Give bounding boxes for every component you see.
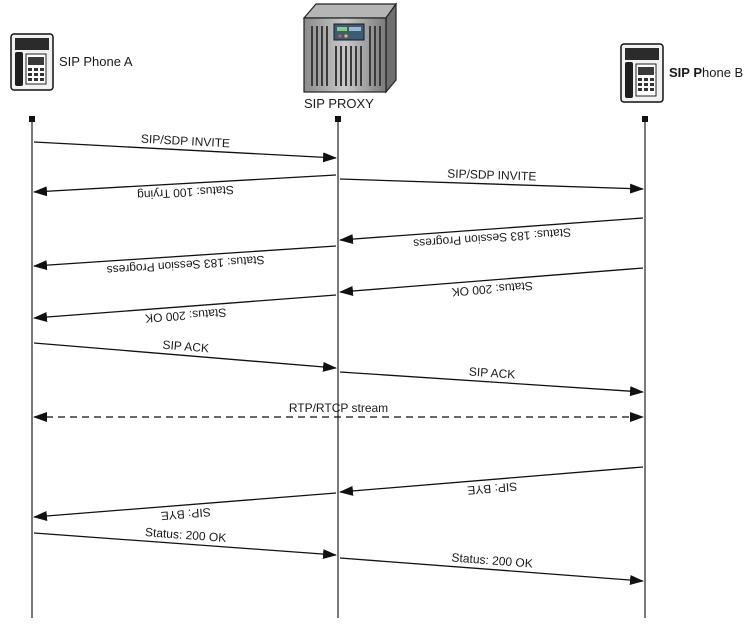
message-arrow-invite-a-proxy — [33, 141, 337, 163]
lifelines — [31, 119, 646, 618]
message-label-ok-proxy-a: Status: 200 OK — [145, 305, 227, 325]
proxy-label: SIP PROXY — [304, 96, 374, 111]
phone-b-icon — [620, 43, 664, 103]
message-label-trying-proxy-a: Status: 100 Trying — [137, 183, 234, 202]
phone-b-label: SIP Phone B — [669, 65, 743, 81]
message-arrow-ack-proxy-b — [339, 371, 644, 397]
message-arrow-ok2-a-proxy — [33, 532, 337, 560]
message-arrow-ok2-proxy-b — [339, 557, 644, 586]
phone-b-label-rest: hone B — [702, 65, 744, 80]
message-arrow-bye-proxy-a — [33, 492, 337, 521]
message-arrow-ack-a-proxy — [33, 342, 337, 372]
lifeline-top-proxy — [335, 116, 341, 122]
lifeline-top-phone-a — [29, 116, 35, 122]
phone-a-label: SIP Phone A — [59, 54, 133, 69]
message-label-ok2-a-proxy: Status: 200 OK — [145, 525, 227, 545]
message-label-rtp-stream: RTP/RTCP stream — [289, 401, 388, 415]
message-arrow-invite-proxy-b — [339, 178, 644, 194]
lifeline-top-phone-b — [642, 116, 648, 122]
message-label-ack-proxy-b: SIP ACK — [468, 365, 515, 382]
server-icon — [302, 2, 398, 94]
message-label-bye-proxy-a: SIP: BYE — [160, 505, 211, 523]
message-arrow-bye-b-proxy — [339, 466, 644, 496]
message-arrow-progress-proxy-a — [33, 245, 337, 271]
lifeline-tops — [29, 116, 648, 122]
phone-b-label-bold: SIP P — [669, 65, 703, 80]
message-arrows: SIP/SDP INVITE Status: 100 Trying SIP/SDP … — [33, 132, 644, 586]
message-label-invite-proxy-b: SIP/SDP INVITE — [447, 167, 537, 184]
message-label-ok-b-proxy: Status: 200 OK — [451, 279, 533, 299]
message-label-ok2-proxy-b: Status: 200 OK — [451, 550, 533, 570]
message-arrow-trying-proxy-a — [33, 174, 337, 197]
message-label-ack-a-proxy: SIP ACK — [162, 338, 209, 356]
phone-a-icon — [10, 33, 54, 91]
message-arrow-ok-proxy-a — [33, 294, 337, 322]
message-label-invite-a-proxy: SIP/SDP INVITE — [141, 132, 231, 151]
message-arrow-ok-b-proxy — [339, 267, 644, 296]
message-label-bye-b-proxy: SIP: BYE — [467, 479, 518, 497]
message-arrow-progress-b-proxy — [339, 217, 644, 245]
